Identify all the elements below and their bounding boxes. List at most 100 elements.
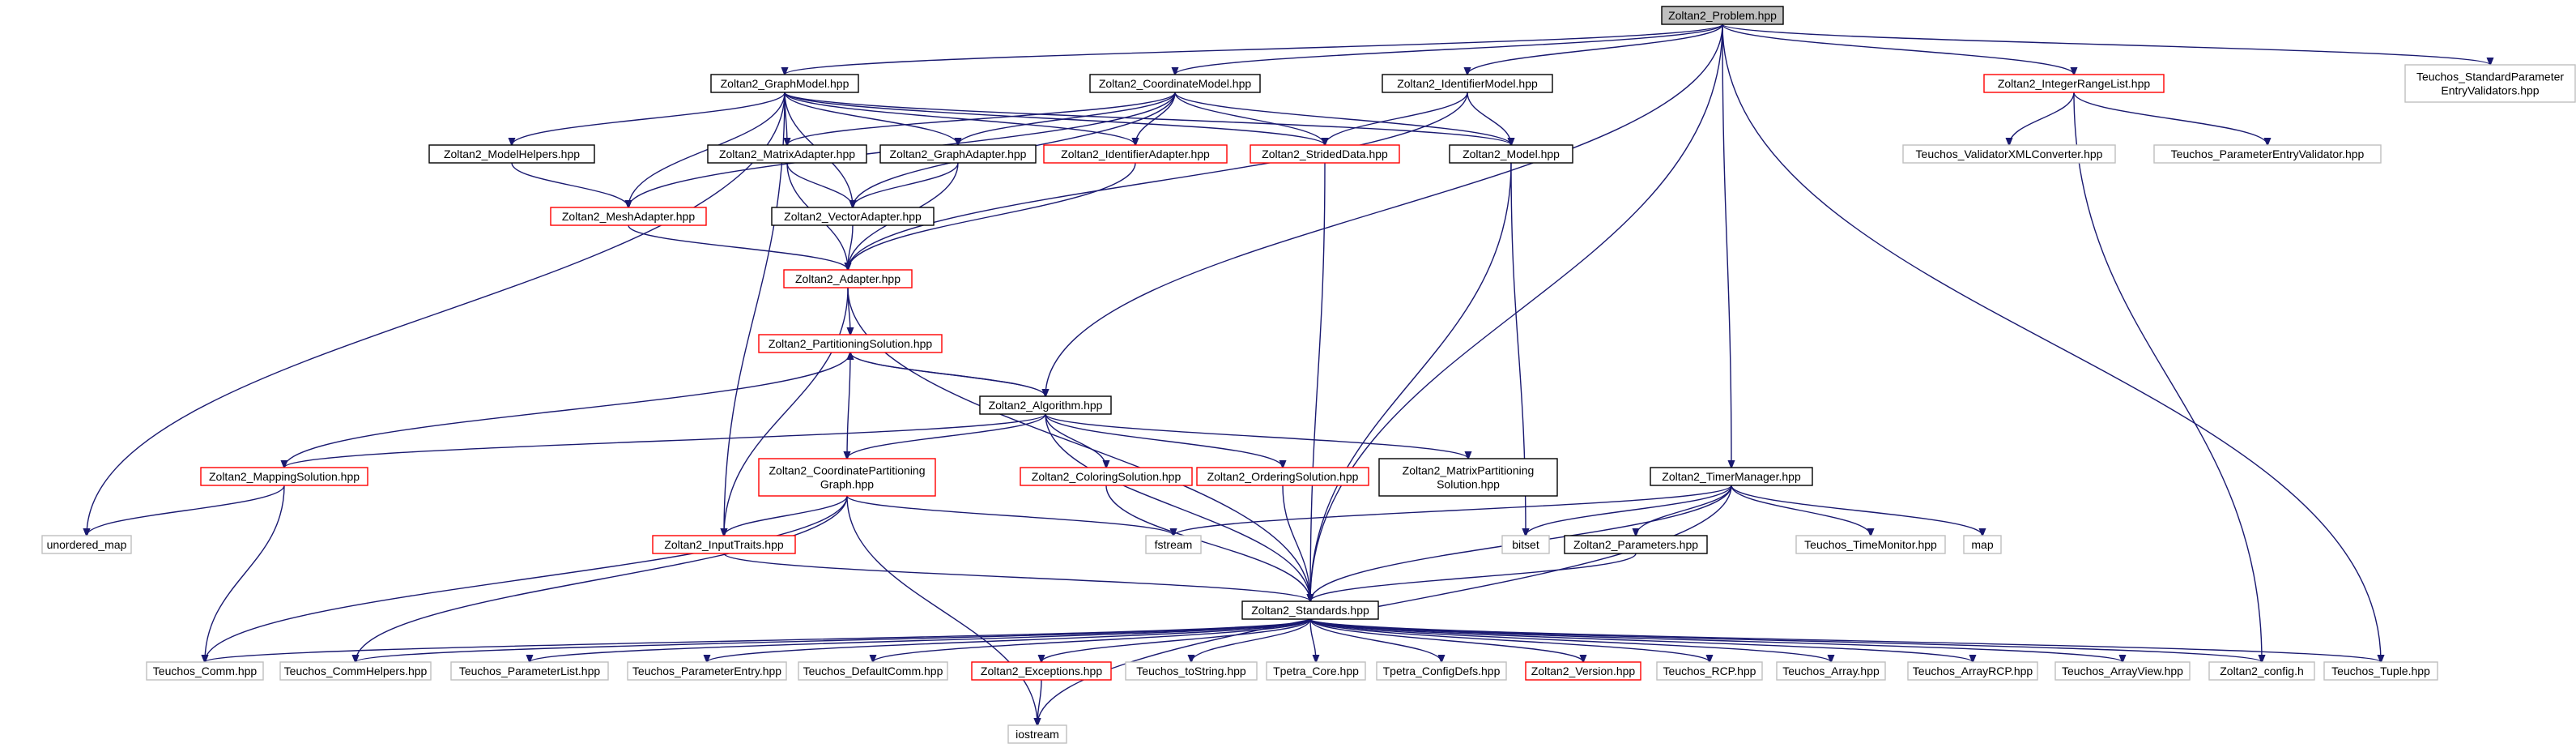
node-mapsol[interactable]: Zoltan2_MappingSolution.hpp <box>200 467 368 486</box>
node-arrayview[interactable]: Teuchos_ArrayView.hpp <box>2054 661 2191 681</box>
node-label: Teuchos_Comm.hpp <box>153 664 258 677</box>
node-root[interactable]: Zoltan2_Problem.hpp <box>1661 6 1784 25</box>
node-fstream[interactable]: fstream <box>1145 535 1202 554</box>
node-arrayrcp[interactable]: Teuchos_ArrayRCP.hpp <box>1907 661 2038 681</box>
node-commhelpers[interactable]: Teuchos_CommHelpers.hpp <box>279 661 432 681</box>
edge-graphmodel-to-identadapter <box>784 92 1135 145</box>
edge-graphmodel-to-unorderedmap <box>87 92 786 536</box>
node-intrange[interactable]: Zoltan2_IntegerRangeList.hpp <box>1983 74 2165 93</box>
node-box <box>1125 661 1258 681</box>
node-array[interactable]: Teuchos_Array.hpp <box>1776 661 1886 681</box>
node-vectoradapter[interactable]: Zoltan2_VectorAdapter.hpp <box>771 207 935 226</box>
node-matrixadapter[interactable]: Zoltan2_MatrixAdapter.hpp <box>707 144 867 164</box>
node-box <box>146 661 264 681</box>
node-label: Zoltan2_Standards.hpp <box>1251 604 1369 617</box>
edge-adapter-to-inputtraits <box>724 287 849 536</box>
edge-layer <box>87 24 2490 725</box>
node-partsol[interactable]: Zoltan2_PartitioningSolution.hpp <box>758 334 943 353</box>
node-label: iostream <box>1015 728 1059 741</box>
node-label: Teuchos_Array.hpp <box>1782 664 1880 677</box>
node-algorithm[interactable]: Zoltan2_Algorithm.hpp <box>979 395 1112 415</box>
node-identmodel[interactable]: Zoltan2_IdentifierModel.hpp <box>1382 74 1553 93</box>
node-bitset[interactable]: bitset <box>1501 535 1550 554</box>
node-label: Zoltan2_OrderingSolution.hpp <box>1207 470 1359 483</box>
node-model[interactable]: Zoltan2_Model.hpp <box>1449 144 1573 164</box>
node-meshadapter[interactable]: Zoltan2_MeshAdapter.hpp <box>550 207 707 226</box>
node-coordmodel[interactable]: Zoltan2_CoordinateModel.hpp <box>1089 74 1261 93</box>
edge-root-to-intrange <box>1722 24 2074 75</box>
node-identadapter[interactable]: Zoltan2_IdentifierAdapter.hpp <box>1043 144 1228 164</box>
node-tpetraconfig[interactable]: Tpetra_ConfigDefs.hpp <box>1376 661 1507 681</box>
node-graphmodel[interactable]: Zoltan2_GraphModel.hpp <box>710 74 859 93</box>
edge-root-to-graphmodel <box>785 24 1723 75</box>
edge-mapsol-to-partsol <box>283 352 850 468</box>
node-box <box>41 535 132 554</box>
node-box <box>879 144 1037 164</box>
node-timermanager[interactable]: Zoltan2_TimerManager.hpp <box>1650 467 1813 486</box>
node-adapter[interactable]: Zoltan2_Adapter.hpp <box>783 269 913 288</box>
node-box <box>1020 467 1193 486</box>
edge-standards-to-defaultcomm <box>873 618 1311 662</box>
node-modelhelpers[interactable]: Zoltan2_ModelHelpers.hpp <box>428 144 595 164</box>
node-colorsol[interactable]: Zoltan2_ColoringSolution.hpp <box>1020 467 1193 486</box>
node-box <box>1776 661 1886 681</box>
node-graphadapter[interactable]: Zoltan2_GraphAdapter.hpp <box>879 144 1037 164</box>
edge-modelhelpers-to-meshadapter <box>511 162 628 207</box>
node-ordersol[interactable]: Zoltan2_OrderingSolution.hpp <box>1196 467 1369 486</box>
node-paramentryvalid[interactable]: Teuchos_ParameterEntryValidator.hpp <box>2153 144 2382 164</box>
node-box <box>1564 535 1708 554</box>
node-parameters[interactable]: Zoltan2_Parameters.hpp <box>1564 535 1708 554</box>
node-label: Zoltan2_CoordinatePartitioning <box>769 464 925 477</box>
node-validxml[interactable]: Teuchos_ValidatorXMLConverter.hpp <box>1902 144 2116 164</box>
node-label: Zoltan2_InputTraits.hpp <box>664 538 784 551</box>
node-version[interactable]: Zoltan2_Version.hpp <box>1525 661 1641 681</box>
node-tostring[interactable]: Teuchos_toString.hpp <box>1125 661 1258 681</box>
node-paramlist[interactable]: Teuchos_ParameterList.hpp <box>450 661 609 681</box>
edge-graphmodel-to-meshadapter <box>628 92 786 207</box>
node-iostream[interactable]: iostream <box>1007 724 1067 744</box>
node-label: Teuchos_ArrayView.hpp <box>2062 664 2183 677</box>
node-timemonitor[interactable]: Teuchos_TimeMonitor.hpp <box>1795 535 1946 554</box>
edge-model-to-standards <box>1310 162 1512 601</box>
node-tuple[interactable]: Teuchos_Tuple.hpp <box>2323 661 2438 681</box>
edge-algorithm-to-matrixpartsol <box>1045 413 1468 459</box>
node-inputtraits[interactable]: Zoltan2_InputTraits.hpp <box>652 535 796 554</box>
edge-inputtraits-to-standards <box>723 553 1310 601</box>
node-label: Zoltan2_MatrixAdapter.hpp <box>719 147 855 160</box>
edge-mapsol-to-unorderedmap <box>87 485 285 536</box>
node-label: Zoltan2_IntegerRangeList.hpp <box>1998 77 2151 90</box>
edge-strided-to-standards <box>1310 162 1326 601</box>
edge-timermanager-to-bitset <box>1526 485 1732 536</box>
edge-timermanager-to-parameters <box>1636 485 1732 536</box>
node-config[interactable]: Zoltan2_config.h <box>2208 661 2315 681</box>
node-box <box>1241 600 1379 620</box>
node-label: Teuchos_StandardParameter <box>2416 70 2564 83</box>
node-tpetracore[interactable]: Tpetra_Core.hpp <box>1266 661 1366 681</box>
node-label: Zoltan2_Adapter.hpp <box>795 272 901 285</box>
edge-colorsol-to-standards <box>1105 485 1310 601</box>
node-box <box>2404 64 2576 103</box>
node-rcp[interactable]: Teuchos_RCP.hpp <box>1656 661 1763 681</box>
node-box <box>798 661 948 681</box>
edge-standards-to-tpetraconfig <box>1309 618 1441 662</box>
node-exceptions[interactable]: Zoltan2_Exceptions.hpp <box>971 661 1112 681</box>
edge-root-to-identmodel <box>1467 24 1723 75</box>
node-standards[interactable]: Zoltan2_Standards.hpp <box>1241 600 1379 620</box>
node-box <box>1656 661 1763 681</box>
edge-meshadapter-to-adapter <box>628 224 848 270</box>
node-comm[interactable]: Teuchos_Comm.hpp <box>146 661 264 681</box>
node-stdparamvalid[interactable]: Teuchos_StandardParameterEntryValidators… <box>2404 64 2576 103</box>
edge-graphmodel-to-matrixadapter <box>785 92 787 145</box>
node-box <box>2208 661 2315 681</box>
node-defaultcomm[interactable]: Teuchos_DefaultComm.hpp <box>798 661 948 681</box>
edge-timermanager-to-fstream <box>1173 485 1732 536</box>
node-paramentry[interactable]: Teuchos_ParameterEntry.hpp <box>627 661 787 681</box>
edge-root-to-stdparamvalid <box>1722 24 2490 65</box>
node-map[interactable]: map <box>1963 535 2002 554</box>
node-unorderedmap[interactable]: unordered_map <box>41 535 132 554</box>
node-strided[interactable]: Zoltan2_StridedData.hpp <box>1250 144 1400 164</box>
edge-coordmodel-to-graphadapter <box>958 92 1176 145</box>
node-box <box>1145 535 1202 554</box>
